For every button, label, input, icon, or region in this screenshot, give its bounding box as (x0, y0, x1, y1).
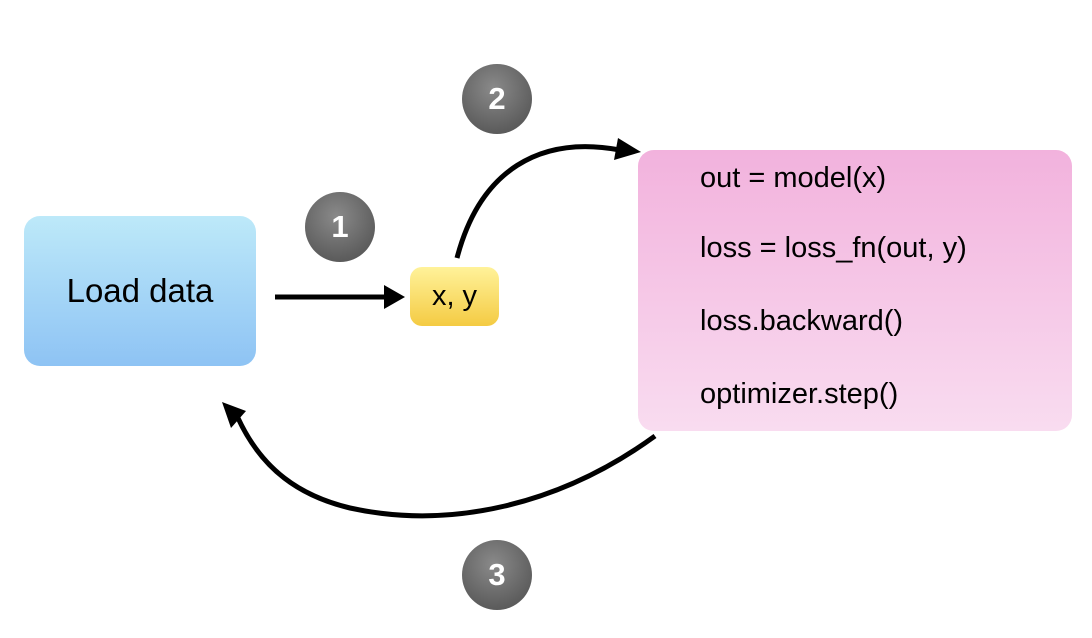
step-badge-3: 3 (462, 540, 532, 610)
step-forward: out = model(x) (700, 162, 887, 194)
step-badge-1: 1 (305, 192, 375, 262)
training-steps-box: out = model(x) loss = loss_fn(out, y) lo… (638, 150, 1072, 431)
step-optimizer: optimizer.step() (700, 378, 899, 410)
load-data-box: Load data (24, 216, 256, 366)
step-badge-2: 2 (462, 64, 532, 134)
batch-box: x, y (410, 267, 499, 326)
batch-label: x, y (431, 280, 478, 312)
step-backward: loss.backward() (700, 305, 904, 337)
arrowhead-load-to-batch (384, 285, 405, 309)
arrow-batch-to-training (454, 144, 621, 259)
step-loss: loss = loss_fn(out, y) (700, 232, 967, 264)
step-badge-3-label: 3 (488, 557, 506, 592)
load-data-label: Load data (66, 272, 214, 309)
arrow-training-to-load (235, 416, 657, 519)
arrowhead-batch-to-training (614, 138, 641, 160)
step-badge-1-label: 1 (331, 209, 349, 244)
step-badge-2-label: 2 (488, 81, 506, 116)
arrowhead-training-to-load (222, 402, 246, 428)
